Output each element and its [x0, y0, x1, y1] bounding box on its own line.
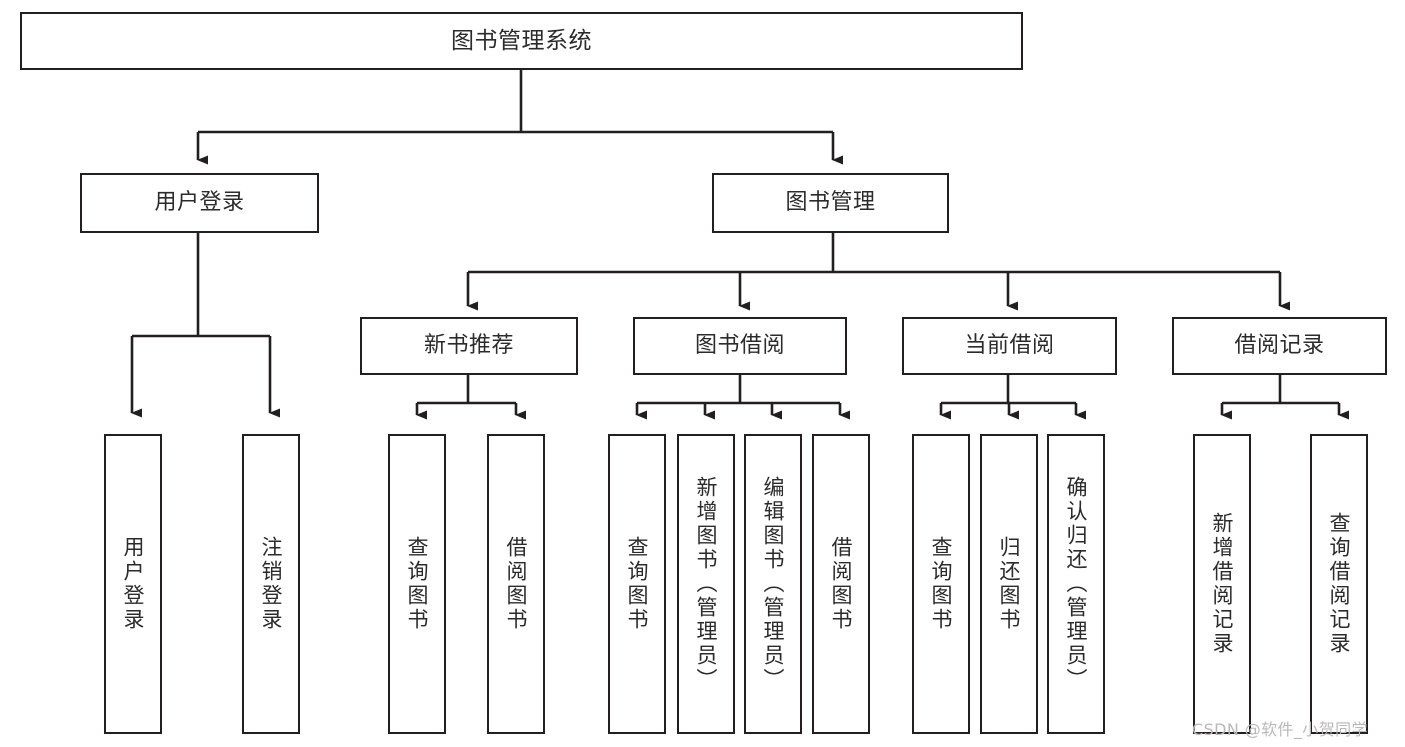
node-label: 查询图书 [405, 536, 430, 632]
node-leaf-query-book-borrow[interactable]: 查询图书 [608, 434, 666, 734]
csdn-watermark: CSDN @软件_小贺同学 [1192, 720, 1368, 739]
node-current-borrow[interactable]: 当前借阅 [902, 317, 1117, 375]
node-leaf-query-book-current[interactable]: 查询图书 [912, 434, 970, 734]
node-label: 新书推荐 [423, 333, 514, 359]
node-borrow-record[interactable]: 借阅记录 [1172, 317, 1387, 375]
node-leaf-user-login[interactable]: 用户登录 [104, 434, 162, 734]
node-label: 查询借阅记录 [1327, 512, 1352, 656]
node-label: 归还图书 [997, 536, 1022, 632]
node-label: 查询图书 [929, 536, 954, 632]
node-leaf-add-book-admin[interactable]: 新增图书（管理员） [677, 434, 735, 734]
node-label: 新增图书（管理员） [694, 476, 719, 692]
node-label: 用户登录 [121, 536, 146, 632]
node-user-login[interactable]: 用户登录 [80, 173, 319, 233]
node-book-manage[interactable]: 图书管理 [712, 173, 949, 233]
node-label: 借阅记录 [1234, 333, 1325, 359]
node-label: 注销登录 [259, 536, 284, 632]
node-leaf-query-borrow-record[interactable]: 查询借阅记录 [1310, 434, 1368, 734]
node-label: 新增借阅记录 [1210, 512, 1235, 656]
node-leaf-borrow-book-recommend[interactable]: 借阅图书 [487, 434, 545, 734]
node-leaf-edit-book-admin[interactable]: 编辑图书（管理员） [744, 434, 802, 734]
node-leaf-add-borrow-record[interactable]: 新增借阅记录 [1193, 434, 1251, 734]
node-label: 图书管理系统 [451, 27, 592, 54]
node-label: 图书管理 [785, 190, 876, 216]
node-leaf-borrow-book-borrow[interactable]: 借阅图书 [812, 434, 870, 734]
node-new-book-recommend[interactable]: 新书推荐 [360, 317, 578, 375]
node-label: 借阅图书 [504, 536, 529, 632]
node-leaf-user-logout[interactable]: 注销登录 [242, 434, 300, 734]
node-label: 编辑图书（管理员） [761, 476, 786, 692]
node-label: 图书借阅 [694, 333, 785, 359]
node-book-borrow[interactable]: 图书借阅 [633, 317, 847, 375]
node-label: 当前借阅 [964, 333, 1055, 359]
node-label: 借阅图书 [829, 536, 854, 632]
node-label: 查询图书 [625, 536, 650, 632]
node-label: 用户登录 [154, 190, 245, 216]
node-root-book-management-system[interactable]: 图书管理系统 [20, 12, 1023, 70]
node-leaf-return-book[interactable]: 归还图书 [980, 434, 1038, 734]
node-label: 确认归还（管理员） [1064, 476, 1089, 692]
node-leaf-query-book-recommend[interactable]: 查询图书 [388, 434, 446, 734]
node-leaf-confirm-return-admin[interactable]: 确认归还（管理员） [1047, 434, 1105, 734]
